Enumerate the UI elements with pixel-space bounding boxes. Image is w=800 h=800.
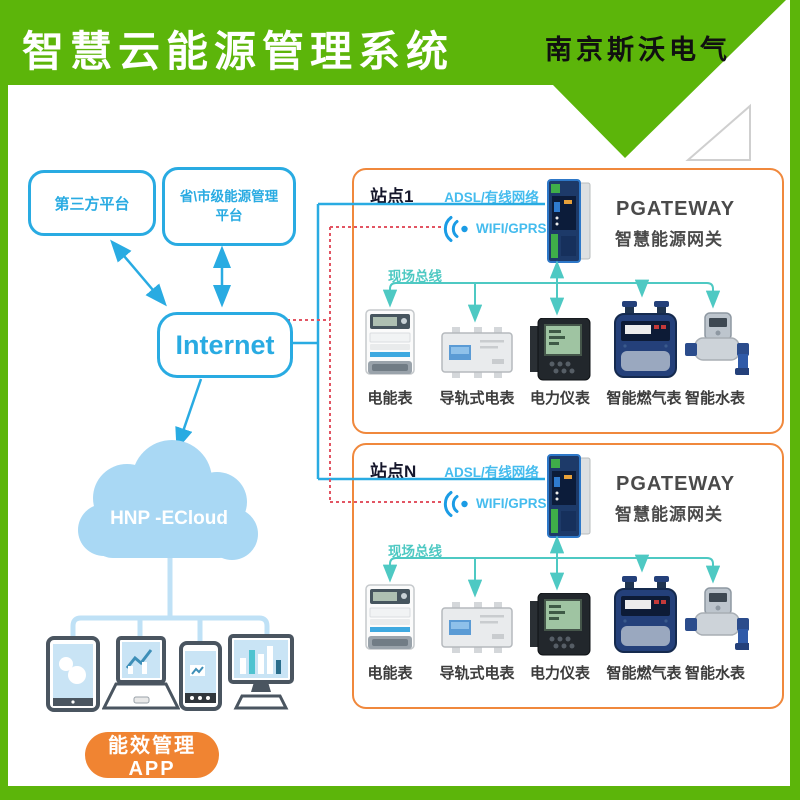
device-label-water-meter: 智能水表 [684, 390, 745, 407]
water-meter-icon [685, 311, 749, 381]
third-party-label: 第三方平台 [54, 195, 130, 213]
wifi-gprs-label: WIFI/GPRS [476, 496, 547, 511]
gateway-device-icon [547, 178, 591, 264]
power-meter-icon [530, 318, 592, 381]
gas-meter-icon [613, 299, 678, 381]
wifi-gprs-label: WIFI/GPRS [476, 221, 547, 236]
node-third-party-platform: 第三方平台 [28, 170, 156, 236]
din-rail-meter-icon [440, 326, 514, 379]
device-label-din-rail-meter: 导轨式电表 [439, 665, 515, 682]
adsl-label: ADSL/有线网络 [444, 190, 539, 205]
energy-app-button[interactable]: 能效管理APP [85, 732, 219, 780]
energy-meter-icon [365, 584, 415, 655]
tablet-icon [46, 636, 100, 714]
gateway-subtitle: 智慧能源网关 [615, 505, 723, 524]
device-label-gas-meter: 智能燃气表 [606, 390, 682, 407]
device-label-energy-meter: 电能表 [367, 665, 413, 682]
wifi-signal-icon [442, 214, 472, 244]
gateway-name: PGATEWAY [616, 198, 736, 220]
laptop-icon [102, 636, 180, 714]
gas-meter-icon [613, 574, 678, 656]
gateway-subtitle: 智慧能源网关 [615, 230, 723, 249]
energy-meter-icon [365, 309, 415, 380]
monitor-icon [228, 634, 296, 714]
device-label-water-meter: 智能水表 [684, 665, 745, 682]
wifi-signal-icon [442, 489, 472, 519]
gov-platform-label: 省\市级能源管理平台 [179, 189, 279, 223]
water-meter-icon [685, 586, 749, 656]
station-1-title: 站点1 [370, 187, 414, 206]
station-n-title: 站点N [370, 462, 417, 481]
power-meter-icon [530, 593, 592, 656]
node-internet: Internet [157, 312, 293, 378]
phone-icon [179, 641, 222, 711]
adsl-label: ADSL/有线网络 [444, 465, 539, 480]
field-bus-label: 现场总线 [388, 544, 442, 559]
page-title: 智慧云能源管理系统 [22, 28, 455, 75]
field-bus-label: 现场总线 [388, 269, 442, 284]
device-label-din-rail-meter: 导轨式电表 [439, 390, 515, 407]
gateway-device-icon [547, 453, 591, 539]
internet-label: Internet [175, 329, 275, 360]
device-label-energy-meter: 电能表 [367, 390, 413, 407]
device-label-power-meter: 电力仪表 [529, 665, 590, 682]
cloud-name: HNP -ECloud [110, 508, 228, 529]
hnp-ecloud: HNP -ECloud [78, 440, 258, 560]
cloud-shape-icon [78, 440, 258, 560]
din-rail-meter-icon [440, 601, 514, 654]
company-name: 南京斯沃电气 [545, 35, 731, 65]
gateway-name: PGATEWAY [616, 473, 736, 495]
station-1-panel: 站点1 ADSL/有线网络 WIFI/GPRS PGATEWAY 智慧能源网关 … [352, 168, 784, 434]
device-label-gas-meter: 智能燃气表 [606, 665, 682, 682]
device-label-power-meter: 电力仪表 [529, 390, 590, 407]
station-n-panel: 站点N ADSL/有线网络 WIFI/GPRS PGATEWAY 智慧能源网关 … [352, 443, 784, 709]
node-gov-energy-platform: 省\市级能源管理平台 [162, 167, 296, 246]
